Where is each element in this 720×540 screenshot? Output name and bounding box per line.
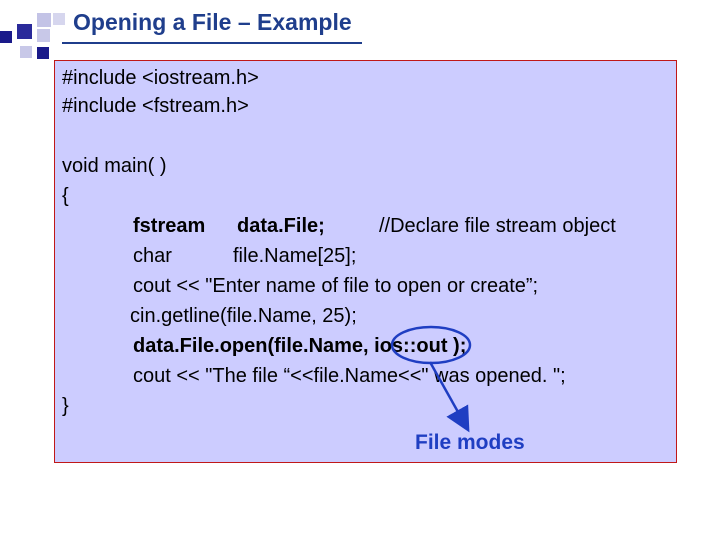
slide-title: Opening a File – Example	[73, 9, 352, 35]
code-type-char: char	[133, 245, 172, 267]
code-line-main: void main( )	[62, 155, 167, 177]
decor-square	[37, 13, 51, 27]
code-line-cout-opened: cout << "The file “<<file.Name<<" was op…	[133, 365, 566, 387]
annotation-arrow	[428, 361, 470, 433]
code-type-fstream: fstream	[133, 215, 206, 237]
file-modes-label: File modes	[415, 431, 525, 454]
code-line-open-brace: {	[62, 185, 69, 207]
code-line-include-iostream: #include <iostream.h>	[62, 67, 259, 89]
decor-square	[53, 13, 65, 25]
code-box	[54, 60, 677, 463]
code-var-datafile: data.File;	[237, 215, 325, 237]
decor-square	[0, 31, 12, 43]
code-comment-declare: //Declare file stream object	[379, 215, 616, 237]
decor-square	[17, 24, 32, 39]
decor-square	[20, 46, 32, 58]
code-line-close-brace: }	[62, 395, 69, 417]
decor-square	[37, 47, 49, 59]
code-line-getline: cin.getline(file.Name, 25);	[130, 305, 357, 327]
code-var-filename: file.Name[25];	[233, 245, 357, 267]
file-mode-highlight-ellipse	[390, 325, 472, 365]
title-underline	[62, 42, 362, 44]
code-line-include-fstream: #include <fstream.h>	[62, 95, 249, 117]
code-line-cout-prompt: cout << "Enter name of file to open or c…	[133, 275, 539, 297]
decor-square	[37, 29, 50, 42]
